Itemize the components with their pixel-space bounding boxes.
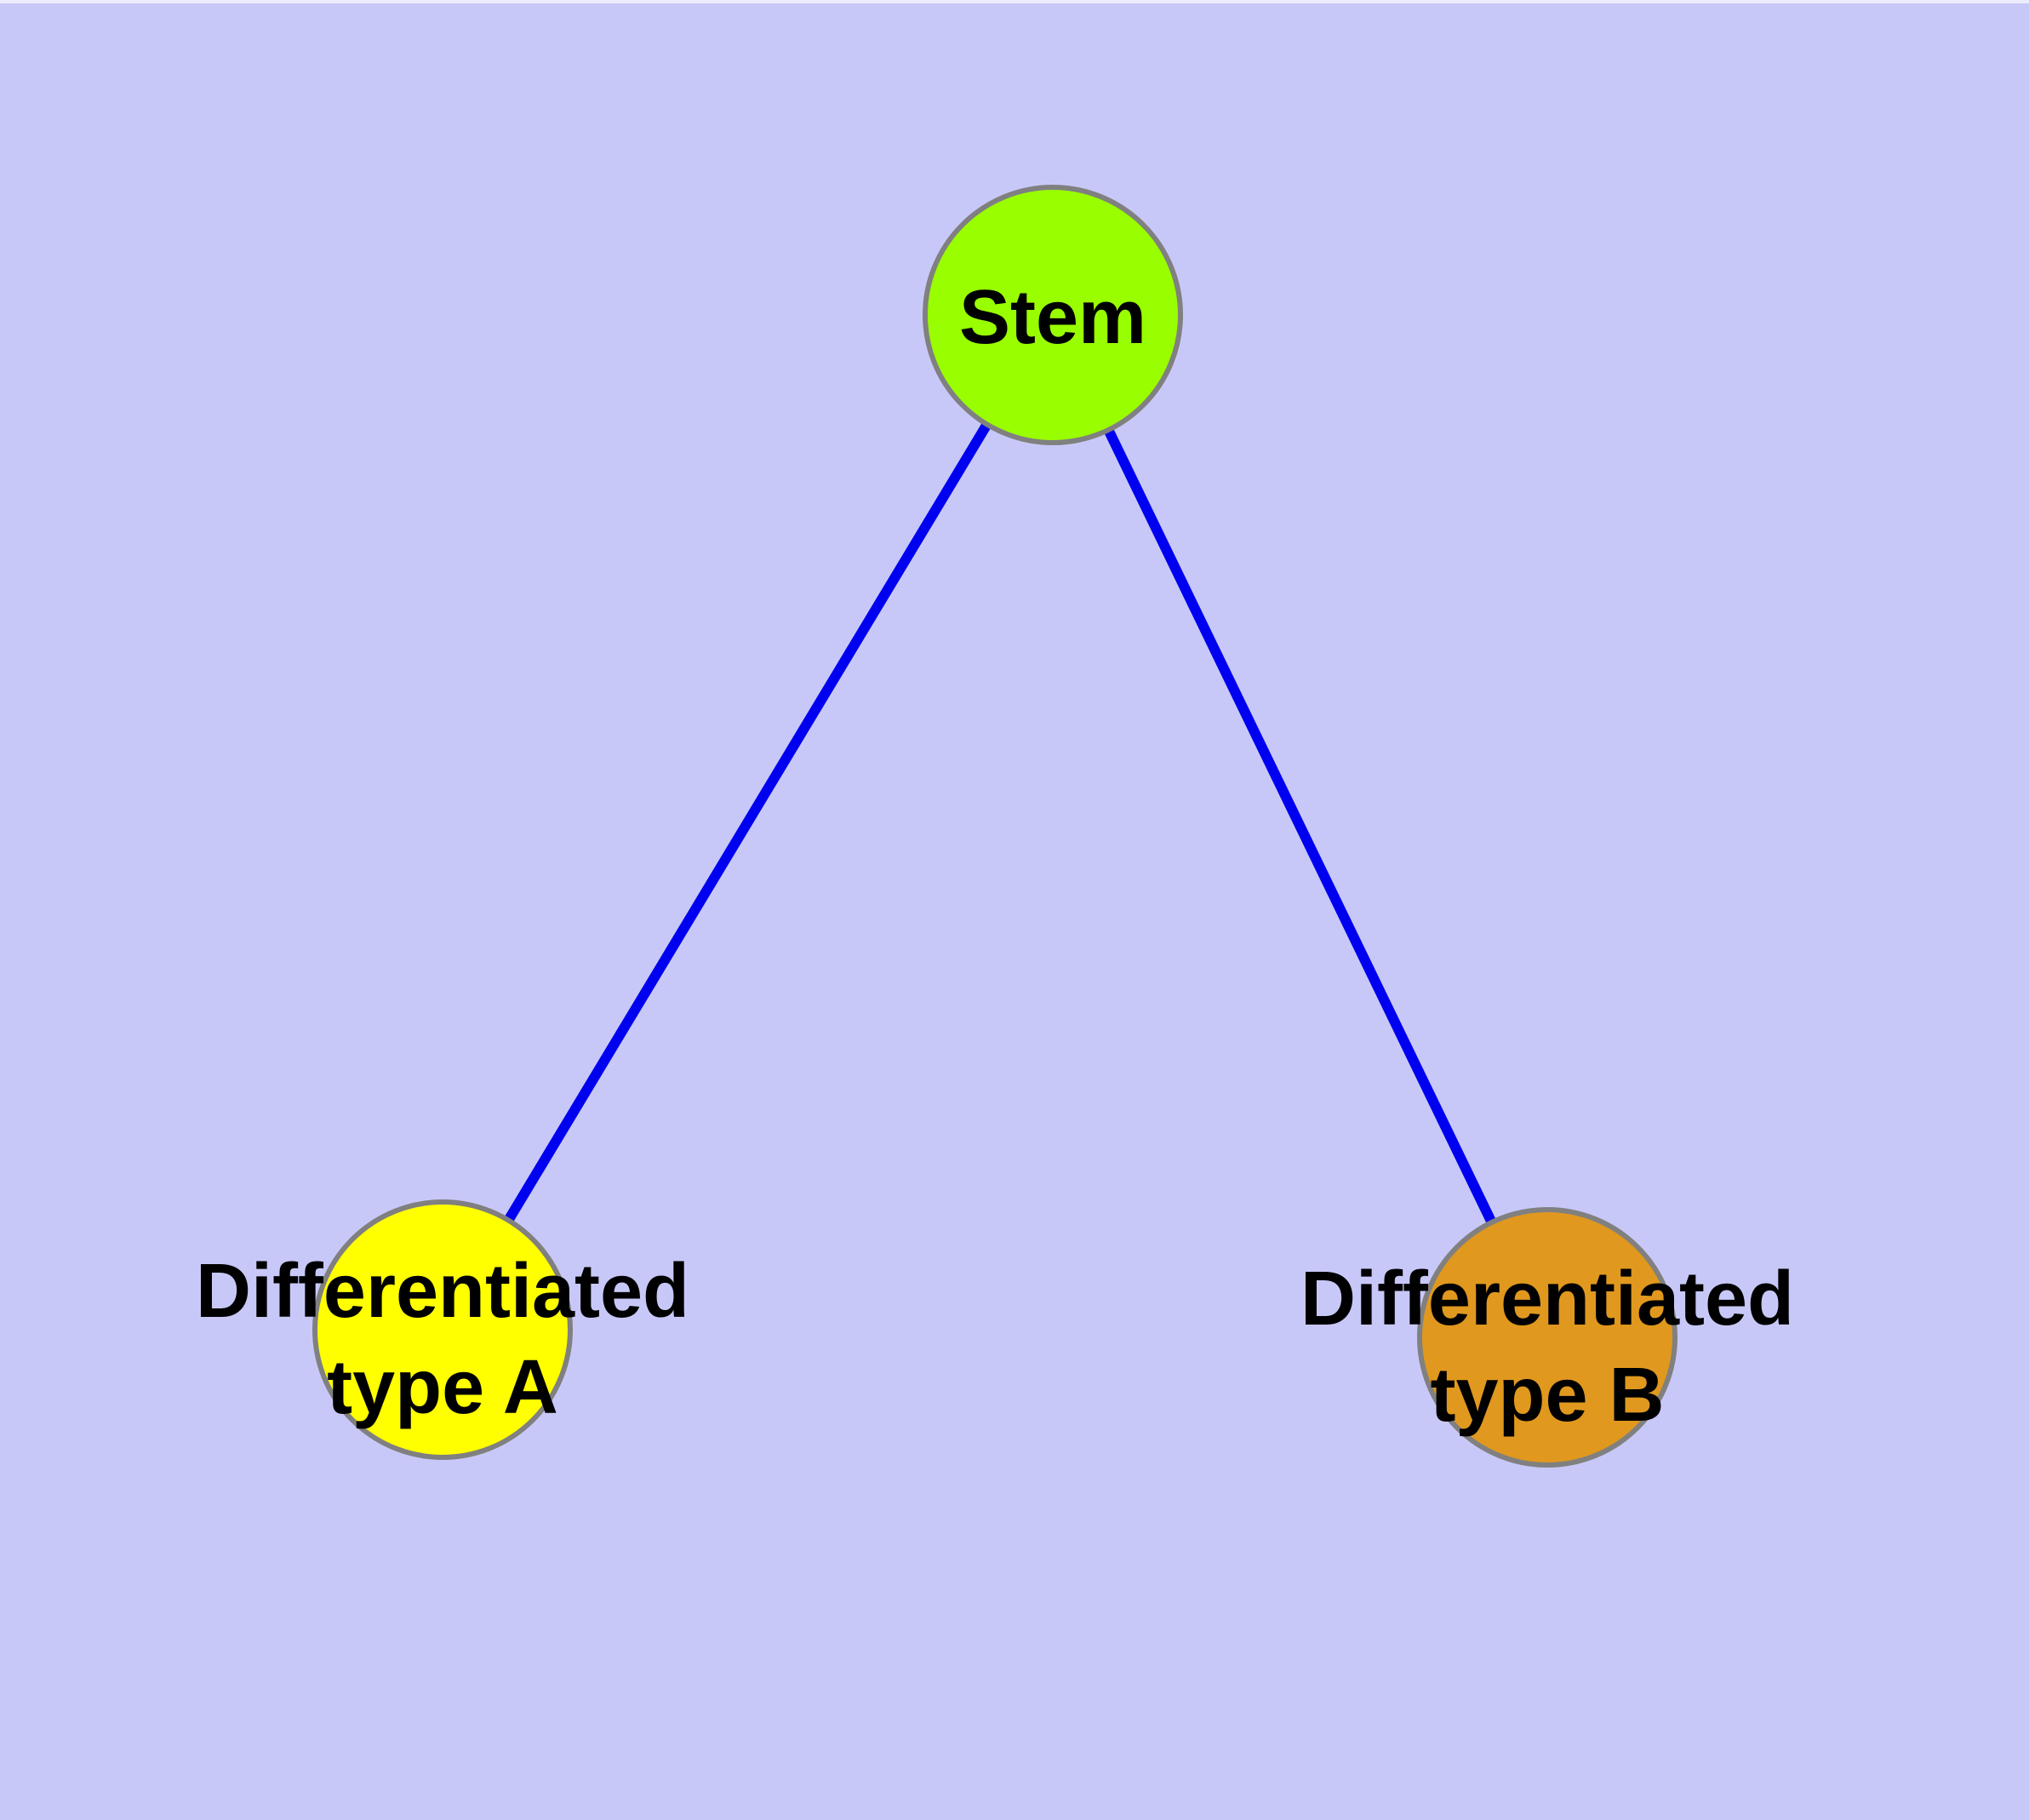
node-stem: [923, 185, 1183, 445]
node-differentiated-type-a-label-line1: Differentiated: [196, 1249, 689, 1334]
node-differentiated-type-b: [1417, 1207, 1677, 1468]
node-differentiated-type-b-label-line2: type B: [1430, 1353, 1664, 1438]
node-stem-label: Stem: [959, 275, 1146, 360]
node-differentiated-type-b-label-line1: Differentiated: [1300, 1256, 1794, 1342]
node-differentiated-type-a-label-line2: type A: [327, 1345, 558, 1430]
edge-stem-to-type-a: [437, 312, 1058, 1333]
edge-stem-to-type-b: [1048, 312, 1552, 1340]
top-edge-strip: [0, 0, 2029, 3]
node-differentiated-type-a: [312, 1199, 573, 1460]
